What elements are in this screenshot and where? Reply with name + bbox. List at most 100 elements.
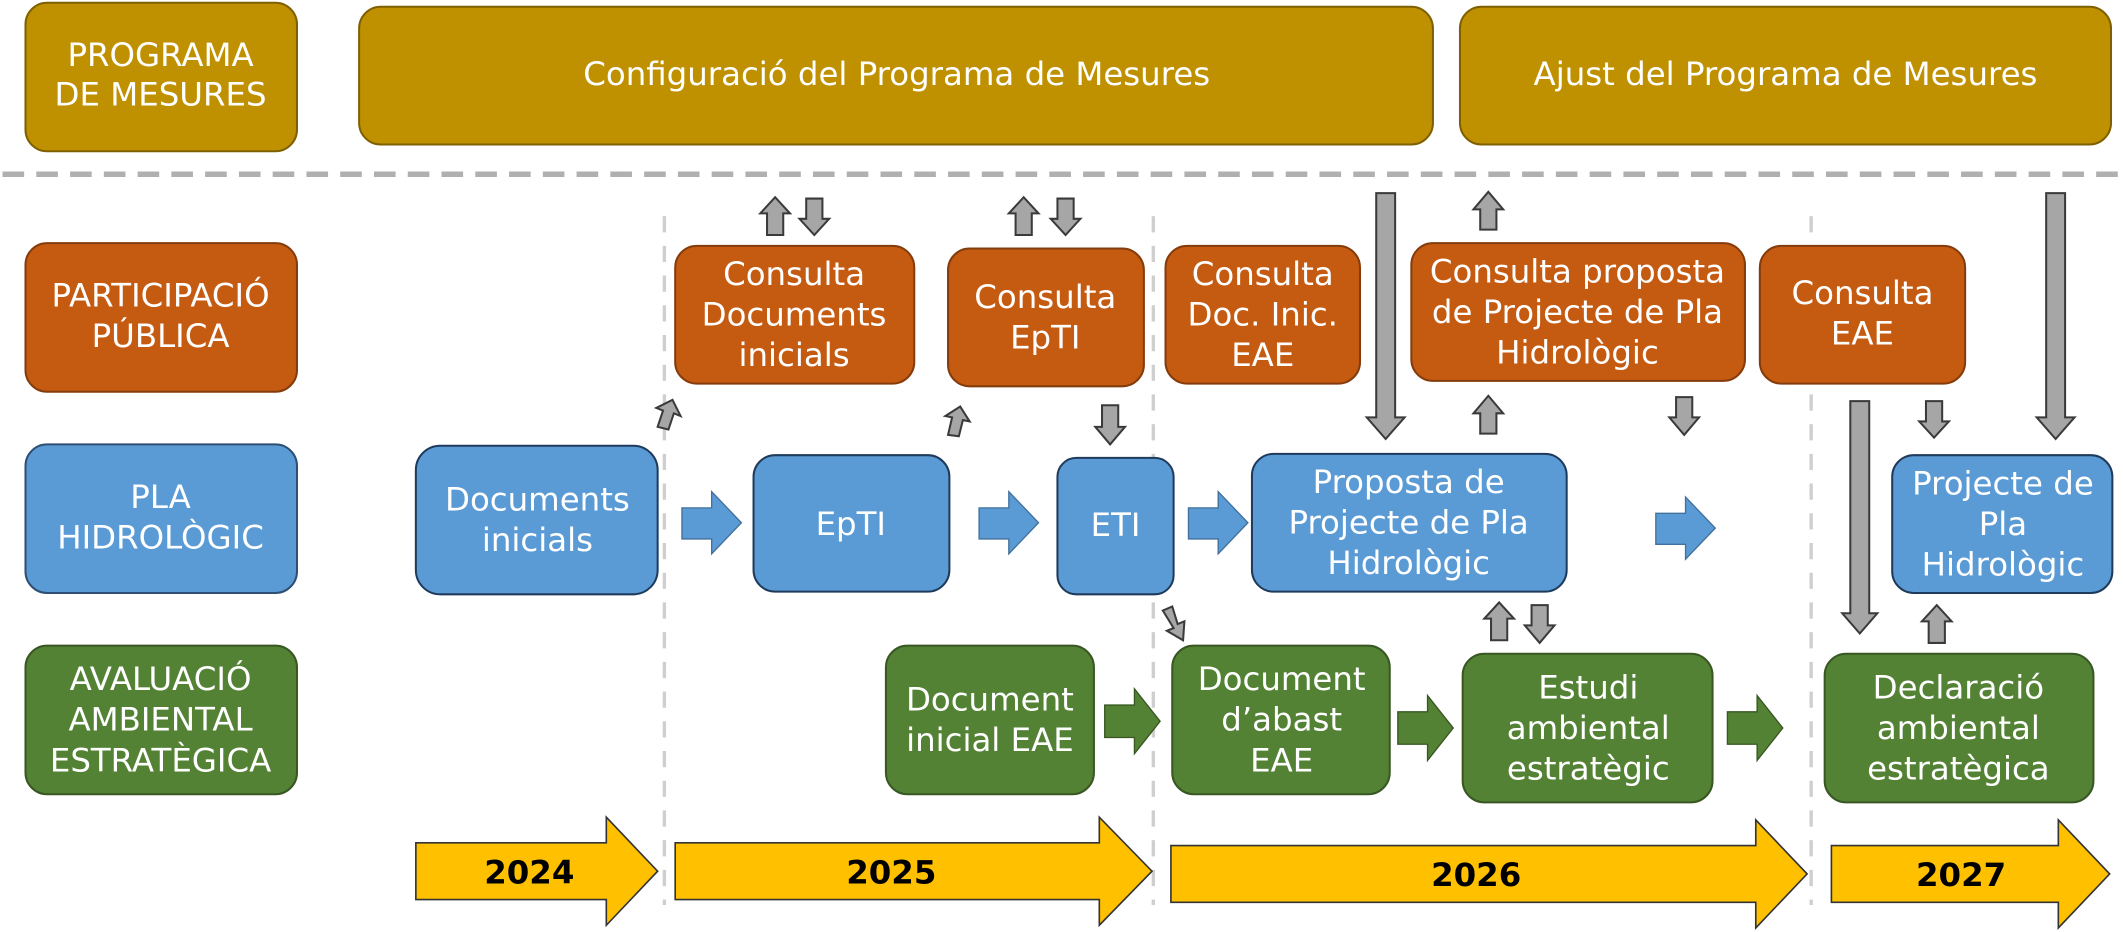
phase-ajust: Ajust del Programa de Mesures <box>1458 5 2113 146</box>
down-arrow-icon <box>1916 400 1952 440</box>
down-arrow-icon <box>1667 396 1702 437</box>
box-document-inicial-eae: Document inicial EAE <box>884 644 1095 796</box>
right-arrow-icon <box>1187 489 1249 556</box>
up-arrow-icon <box>1471 190 1506 231</box>
box-line: Documents <box>445 481 630 519</box>
right-arrow-icon <box>1104 686 1161 756</box>
box-line: EAE <box>1831 314 1894 352</box>
row-label-pla: PLA HIDROLÒGIC <box>24 443 299 594</box>
connector-arrows <box>653 190 2077 645</box>
row-label-line: AMBIENTAL <box>68 701 252 739</box>
diagonal-up-arrow-icon <box>942 405 972 438</box>
box-line: EAE <box>1250 741 1313 779</box>
up-arrow-icon <box>1471 394 1506 435</box>
up-arrow-icon <box>1481 600 1517 642</box>
down-arrow-icon <box>1093 404 1128 446</box>
box-line: EpTI <box>816 505 886 543</box>
down-arrow-icon <box>1048 197 1083 237</box>
year-arrow-2027: 2027 <box>1830 817 2111 930</box>
row-label-line: AVALUACIÓ <box>70 659 252 698</box>
box-line: ETI <box>1091 506 1141 544</box>
up-arrow-icon <box>757 195 793 237</box>
year-arrow-2024: 2024 <box>415 815 659 928</box>
box-line: Consulta <box>723 255 865 293</box>
box-projecte-pla: Projecte de Pla Hidrològic <box>1891 454 2114 594</box>
right-arrow-icon <box>1397 693 1455 763</box>
phase-label: Configuració del Programa de Mesures <box>583 55 1210 93</box>
diagonal-up-arrow-icon <box>653 398 683 431</box>
box-line: Estudi <box>1538 668 1638 706</box>
year-label: 2026 <box>1431 856 1521 894</box>
box-line: Declaració <box>1873 668 2044 706</box>
box-line: estratègica <box>1867 749 2050 787</box>
row-label-line: ESTRATÈGICA <box>50 741 271 779</box>
box-line: Projecte de <box>1912 464 2094 502</box>
box-line: Projecte de Pla <box>1288 504 1528 542</box>
phase-configuracio: Configuració del Programa de Mesures <box>358 5 1434 146</box>
box-line: Doc. Inic. <box>1188 296 1338 334</box>
year-label: 2025 <box>846 853 936 891</box>
row-label-line: PLA <box>130 478 191 516</box>
diagonal-down-arrow-icon <box>1161 605 1186 642</box>
box-line: Hidrològic <box>1327 544 1490 582</box>
box-consulta-epti: Consulta EpTI <box>947 247 1145 388</box>
box-line: inicials <box>482 521 593 559</box>
box-line: inicial EAE <box>906 721 1074 759</box>
year-arrow-2025: 2025 <box>674 815 1154 928</box>
row-label-line: HIDROLÒGIC <box>57 517 264 556</box>
down-arrow-icon <box>1522 604 1557 645</box>
box-consulta-eae: Consulta EAE <box>1758 244 1967 385</box>
box-line: Pla <box>1979 505 2027 543</box>
box-line: d’abast <box>1221 701 1342 739</box>
right-arrow-icon <box>978 489 1040 556</box>
up-arrow-icon <box>1006 195 1041 237</box>
row-label-participacio: PARTICIPACIÓ PÚBLICA <box>24 242 299 393</box>
year-arrow-2026: 2026 <box>1170 817 1809 930</box>
box-line: de Projecte de Pla <box>1432 293 1723 331</box>
box-line: Document <box>1198 660 1366 698</box>
row-label-line: PROGRAMA <box>67 36 253 74</box>
box-documents-inicials: Documents inicials <box>414 444 659 596</box>
box-line: ambiental <box>1507 709 1670 747</box>
box-line: ambiental <box>1877 709 2040 747</box>
box-line: Consulta <box>1791 274 1933 312</box>
long-down-arrow-icon <box>1840 400 1880 636</box>
box-consulta-proposta: Consulta proposta de Projecte de Pla Hid… <box>1410 242 1746 382</box>
box-line: estratègic <box>1507 749 1670 787</box>
row-label-avaluacio: AVALUACIÓ AMBIENTAL ESTRATÈGICA <box>24 644 299 796</box>
phase-label: Ajust del Programa de Mesures <box>1534 55 2038 93</box>
box-line: Document <box>906 680 1074 718</box>
long-down-arrow-icon <box>1364 192 1407 441</box>
right-arrow-icon <box>1655 495 1717 561</box>
box-estudi-ambiental: Estudi ambiental estratègic <box>1461 652 1714 804</box>
box-document-abast-eae: Document d’abast EAE <box>1171 644 1391 796</box>
box-line: inicials <box>738 336 849 374</box>
box-line: Hidrològic <box>1922 545 2085 583</box>
box-consulta-documents-inicials: Consulta Documents inicials <box>674 244 916 385</box>
box-line: EpTI <box>1010 318 1080 356</box>
box-eti: ETI <box>1056 456 1175 596</box>
box-declaracio-ambiental: Declaració ambiental estratègica <box>1823 652 2095 804</box>
box-epti: EpTI <box>752 454 951 593</box>
row-label-programa: PROGRAMA DE MESURES <box>24 1 299 153</box>
year-dividers <box>662 216 1813 905</box>
row-label-line: DE MESURES <box>55 75 267 113</box>
box-line: Consulta proposta <box>1430 252 1725 290</box>
box-consulta-doc-inic-eae: Consulta Doc. Inic. EAE <box>1164 244 1362 385</box>
box-line: Documents <box>702 296 887 334</box>
box-line: Proposta de <box>1313 463 1505 501</box>
green-flow-arrows <box>1104 686 1784 763</box>
box-line: Consulta <box>974 278 1116 316</box>
box-line: EAE <box>1231 336 1294 374</box>
row-label-line: PARTICIPACIÓ <box>52 276 270 315</box>
year-label: 2024 <box>484 853 574 891</box>
down-arrow-icon <box>797 197 832 237</box>
row-label-line: PÚBLICA <box>92 316 230 355</box>
box-line: Hidrològic <box>1496 333 1659 371</box>
long-down-arrow-icon <box>2034 192 2077 441</box>
box-proposta-projecte: Proposta de Projecte de Pla Hidrològic <box>1250 452 1568 593</box>
blue-flow-arrows <box>681 489 1717 561</box>
year-label: 2027 <box>1916 856 2006 894</box>
right-arrow-icon <box>681 489 743 556</box>
